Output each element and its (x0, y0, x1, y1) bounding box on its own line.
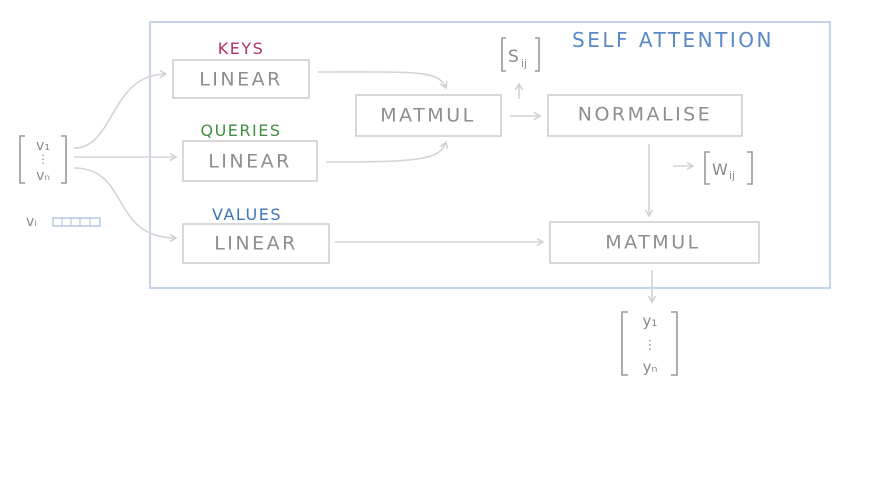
arrow-keys-matmul (317, 71, 448, 90)
input-dots: ⋮ (37, 152, 49, 166)
output-first: y₁ (643, 312, 658, 330)
scores-matrix: S ij (501, 37, 540, 72)
vector-vi-cells (52, 217, 101, 227)
queries-linear-box: LINEAR (182, 140, 318, 182)
matmul-box-2: MATMUL (549, 221, 760, 264)
input-first: v₁ (36, 138, 50, 154)
weights-matrix: W ij (704, 151, 753, 185)
scores-label: S (508, 47, 519, 67)
matmul-box-1: MATMUL (355, 94, 502, 137)
vector-vi: vᵢ (26, 214, 101, 230)
output-last: yₙ (643, 358, 658, 376)
input-last: vₙ (36, 168, 50, 184)
matmul-2-label: MATMUL (605, 232, 700, 254)
matmul-1-label: MATMUL (380, 105, 475, 127)
keys-linear-label: LINEAR (199, 69, 283, 91)
normalise-box: NORMALISE (547, 94, 743, 137)
values-heading: VALUES (212, 205, 282, 224)
queries-heading: QUERIES (200, 121, 281, 140)
weights-label: W (712, 160, 728, 179)
weights-subscript: ij (729, 169, 735, 182)
output-vector: y₁ ⋮ yₙ (621, 311, 678, 376)
scores-subscript: ij (521, 57, 527, 70)
keys-linear-box: LINEAR (172, 59, 310, 99)
arrow-input-values (73, 167, 178, 243)
diagram-title: SELF ATTENTION (572, 28, 774, 52)
output-dots: ⋮ (644, 338, 657, 353)
self-attention-frame (149, 21, 831, 289)
values-linear-label: LINEAR (214, 233, 298, 255)
keys-heading: KEYS (218, 39, 265, 58)
vector-vi-label: vᵢ (26, 214, 37, 230)
arrow-queries-matmul (325, 140, 449, 163)
queries-linear-label: LINEAR (208, 151, 292, 173)
normalise-label: NORMALISE (578, 104, 713, 126)
arrow-input-keys (73, 69, 168, 149)
input-vector: v₁ ⋮ vₙ (19, 135, 67, 184)
values-linear-box: LINEAR (182, 223, 330, 264)
